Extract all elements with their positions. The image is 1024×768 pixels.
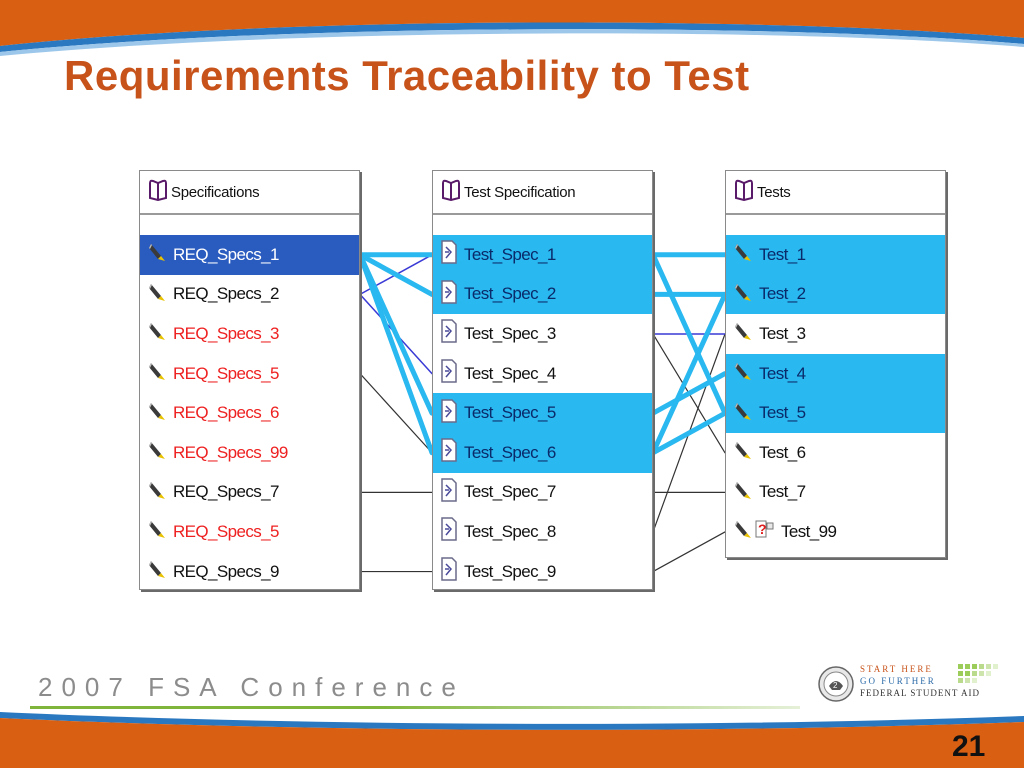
list-item-test-2[interactable]: Test_2 (726, 274, 945, 315)
pencil-icon (147, 281, 167, 308)
pencil-icon (147, 360, 167, 387)
list-item-test-6[interactable]: Test_6 (726, 433, 945, 473)
list-item-test-spec-8[interactable]: Test_Spec_8 (433, 512, 652, 552)
test-document-icon (440, 280, 458, 309)
pencil-icon (147, 439, 167, 466)
pencil-icon (733, 320, 753, 347)
list-item-test-5[interactable]: Test_5 (726, 393, 945, 433)
department-seal-icon: 2 (818, 666, 854, 702)
conference-label: 2007 FSA Conference (38, 672, 465, 702)
test-document-icon (440, 517, 458, 546)
list-item-test-spec-6[interactable]: Test_Spec_6 (433, 432, 652, 473)
link-testspec-tests-7 (650, 291, 728, 456)
test-specification-header-label: Test Specification (464, 183, 576, 201)
link-spec-testspec-3 (357, 252, 435, 456)
pencil-icon (147, 479, 167, 506)
specifications-list: REQ_Specs_1 REQ_Specs_2 REQ_Specs_3 REQ_… (140, 215, 359, 589)
list-item-test-spec-7[interactable]: Test_Spec_7 (433, 473, 652, 513)
list-item-test-spec-4[interactable]: Test_Spec_4 (433, 354, 652, 394)
list-item-test-1[interactable]: Test_1 (726, 235, 945, 275)
list-item-test-spec-9[interactable]: Test_Spec_9 (433, 552, 652, 589)
list-item-req-specs-99[interactable]: REQ_Specs_99 (140, 433, 359, 473)
slide-title: Requirements Traceability to Test (64, 52, 750, 99)
list-item-req-specs-9[interactable]: REQ_Specs_9 (140, 552, 359, 589)
specifications-header-label: Specifications (171, 183, 260, 201)
book-icon (148, 179, 168, 206)
specifications-panel: Specifications REQ_Specs_1 REQ_Specs_2 R… (139, 170, 360, 590)
test-specification-list: Test_Spec_1 Test_Spec_2 Test_Spec_3 Test… (433, 215, 652, 589)
pencil-icon (733, 479, 753, 506)
test-specification-panel: Test Specification Test_Spec_1 Test_Spec… (432, 170, 653, 590)
tests-panel: Tests Test_1 Test_2 Test_3 Test_4 Test_5… (725, 170, 946, 558)
pencil-icon (147, 320, 167, 347)
list-item-req-specs-2[interactable]: REQ_Specs_2 (140, 275, 359, 315)
list-item-test-spec-2[interactable]: Test_Spec_2 (433, 274, 652, 315)
pencil-icon (733, 360, 753, 387)
link-testspec-tests-9 (652, 333, 726, 533)
pencil-icon (733, 518, 753, 545)
pencil-icon (733, 281, 753, 308)
tests-list: Test_1 Test_2 Test_3 Test_4 Test_5 Test_… (726, 215, 945, 552)
test-document-icon (440, 478, 458, 507)
list-item-test-spec-5[interactable]: Test_Spec_5 (433, 393, 652, 433)
fsa-logo: 2 START HERE GO FURTHER FEDERAL STUDENT … (818, 660, 1018, 710)
link-testspec-tests-1 (650, 252, 728, 416)
book-icon (734, 179, 754, 206)
logo-tagline-2: GO FURTHER (860, 676, 936, 686)
link-testspec-tests-10 (652, 531, 726, 573)
svg-text:2: 2 (833, 681, 838, 690)
link-testspec-tests-5 (650, 371, 728, 416)
book-icon (441, 179, 461, 206)
logo-tagline-1: START HERE (860, 664, 933, 674)
pencil-icon (733, 400, 753, 427)
link-spec-testspec-5 (359, 293, 433, 375)
test-document-icon (440, 557, 458, 586)
pencil-icon (147, 518, 167, 545)
link-spec-testspec-6 (359, 372, 433, 454)
list-item-req-specs-3[interactable]: REQ_Specs_3 (140, 314, 359, 354)
link-spec-testspec-4 (359, 254, 433, 296)
test-specification-panel-header: Test Specification (433, 171, 652, 215)
list-item-req-specs-6[interactable]: REQ_Specs_6 (140, 393, 359, 433)
pencil-icon (733, 439, 753, 466)
link-testspec-tests-4 (652, 333, 726, 454)
pencil-icon (147, 400, 167, 427)
list-item-req-specs-1[interactable]: REQ_Specs_1 (140, 235, 359, 275)
list-item-test-3[interactable]: Test_3 (726, 314, 945, 354)
specifications-panel-header: Specifications (140, 171, 359, 215)
pencil-icon (147, 241, 167, 268)
link-testspec-tests-6 (650, 410, 728, 456)
list-item-test-4[interactable]: Test_4 (726, 353, 945, 394)
logo-grid-icon (958, 664, 998, 683)
link-spec-testspec-2 (357, 252, 435, 416)
top-decorative-band (0, 0, 1024, 56)
list-item-test-7[interactable]: Test_7 (726, 473, 945, 513)
list-item-req-specs-7[interactable]: REQ_Specs_7 (140, 473, 359, 513)
tests-header-label: Tests (757, 183, 791, 201)
test-document-icon (440, 240, 458, 269)
list-item-test-99[interactable]: ?Test_99 (726, 512, 945, 552)
list-item-req-specs-5-b[interactable]: REQ_Specs_5 (140, 512, 359, 552)
pencil-icon (733, 241, 753, 268)
pencil-icon (147, 558, 167, 585)
list-item-req-specs-5[interactable]: REQ_Specs_5 (140, 354, 359, 394)
logo-agency-name: FEDERAL STUDENT AID (860, 688, 980, 698)
tests-panel-header: Tests (726, 171, 945, 215)
conference-divider (30, 706, 800, 709)
link-spec-testspec-1 (357, 252, 435, 297)
bottom-decorative-band (0, 712, 1024, 768)
page-number: 21 (952, 730, 986, 763)
test-document-icon (440, 319, 458, 348)
svg-text:?: ? (758, 521, 766, 537)
list-item-test-spec-3[interactable]: Test_Spec_3 (433, 314, 652, 354)
test-document-icon (440, 438, 458, 467)
missing-link-icon: ? (755, 518, 775, 545)
test-document-icon (440, 398, 458, 428)
list-item-test-spec-1[interactable]: Test_Spec_1 (433, 235, 652, 275)
test-document-icon (440, 359, 458, 388)
